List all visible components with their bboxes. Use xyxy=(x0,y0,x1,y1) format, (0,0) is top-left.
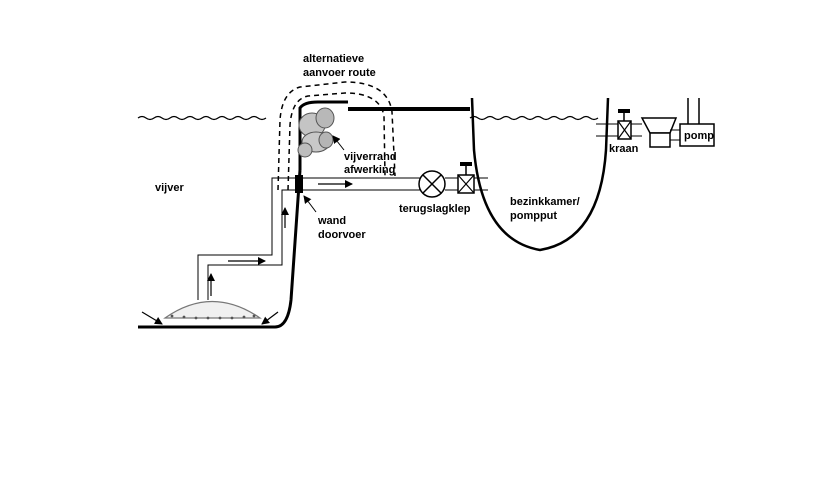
callout-wand xyxy=(303,195,317,213)
wall-pass-through xyxy=(295,175,303,193)
label-alternatieve: alternatieve xyxy=(303,53,364,65)
gate-valve-icon xyxy=(457,162,475,194)
water-surface-pond xyxy=(137,115,267,121)
pond-bottom xyxy=(138,169,302,329)
pump-icon xyxy=(640,98,715,148)
label-kraan: kraan xyxy=(609,143,639,155)
alternative-feed-route xyxy=(277,81,396,191)
label-terugslagklep: terugslagklep xyxy=(399,203,471,215)
label-bezinkkamer: bezinkkamer/ xyxy=(510,196,580,208)
label-afwerking: afwerking xyxy=(344,164,395,176)
flow-arrow-bottom-left xyxy=(141,311,163,325)
settling-chamber xyxy=(470,97,610,252)
label-pomp: pomp xyxy=(684,130,714,142)
label-vijverrand: vijverrand xyxy=(344,151,397,163)
label-pompput: pompput xyxy=(510,210,557,222)
water-surface-settling-chamber xyxy=(469,115,599,121)
alternative-feed-route-inner xyxy=(287,92,386,191)
bottom-drain-dome xyxy=(163,301,262,319)
flow-arrow-bottom-right xyxy=(261,311,279,325)
pipe-drain-inner xyxy=(207,189,300,300)
bottom-drain-holes xyxy=(170,314,256,320)
label-doorvoer: doorvoer xyxy=(318,229,366,241)
label-vijver: vijver xyxy=(155,182,184,194)
tap-valve-icon xyxy=(617,109,632,140)
label-aanvoer-route: aanvoer route xyxy=(303,67,376,79)
stones-pond-edge xyxy=(297,107,335,158)
callout-vijverrand xyxy=(332,135,345,151)
pipe-drain-outer xyxy=(197,177,300,300)
pond-wall-upper xyxy=(298,100,348,170)
label-wand: wand xyxy=(317,215,346,227)
